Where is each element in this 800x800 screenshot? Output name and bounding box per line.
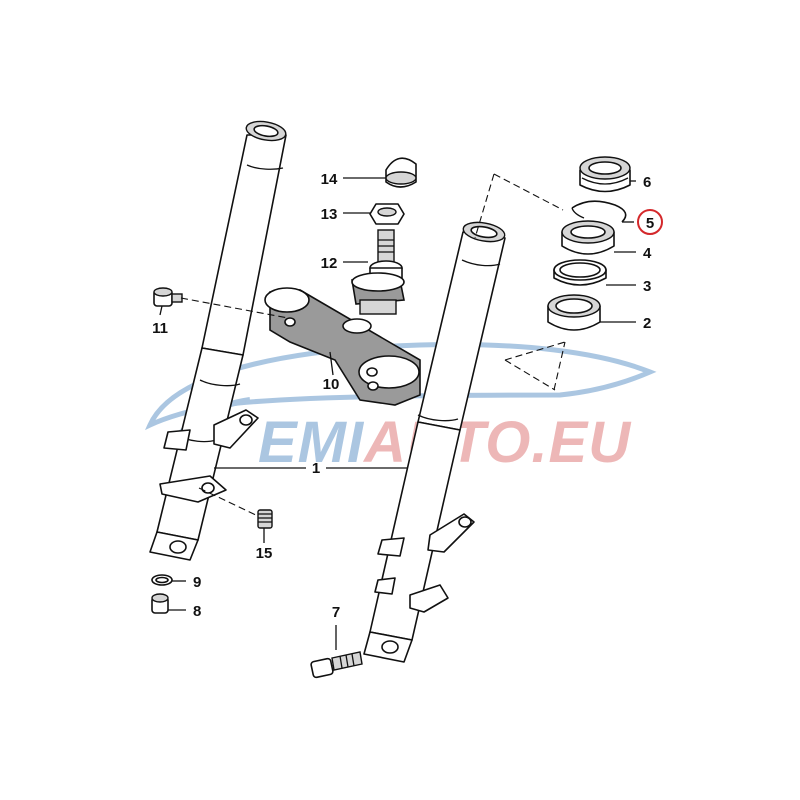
- bearing-stack: [547, 156, 631, 331]
- bolt-7: [310, 651, 363, 679]
- bolt-11: [153, 287, 183, 307]
- callout-5[interactable]: 5: [646, 215, 654, 232]
- callout-13[interactable]: 13: [321, 206, 338, 223]
- callout-11[interactable]: 11: [152, 320, 168, 337]
- callout-14[interactable]: 14: [321, 171, 338, 188]
- callout-12[interactable]: 12: [321, 255, 338, 272]
- callout-9[interactable]: 9: [193, 574, 201, 591]
- watermark-brand-2: AUTO.EU: [362, 410, 632, 475]
- steering-stem: [351, 229, 405, 315]
- callout-7[interactable]: 7: [332, 604, 340, 621]
- highlight-circle-part-5: [637, 209, 663, 235]
- leader-lines: [159, 177, 636, 650]
- callout-labels: 1 2 3 4 5 6 7 8 9 10 11 12 13 14 15: [152, 171, 654, 621]
- watermark: EMIAUTO.EU: [144, 341, 657, 475]
- callout-8[interactable]: 8: [193, 603, 201, 620]
- triple-clamp: [264, 287, 421, 406]
- assembly-lines: [180, 173, 566, 517]
- callout-4[interactable]: 4: [643, 245, 652, 262]
- set-screw-15: [257, 509, 273, 529]
- callout-3[interactable]: 3: [643, 278, 651, 295]
- bolt-8: [151, 593, 169, 614]
- callout-15[interactable]: 15: [256, 545, 273, 562]
- o-ring-9: [151, 574, 173, 586]
- left-fork-leg: [149, 120, 287, 561]
- watermark-text: EMIAUTO.EU: [258, 410, 632, 475]
- callout-2[interactable]: 2: [643, 315, 651, 332]
- watermark-brand-1: EMI: [258, 410, 365, 475]
- cap-nut: [369, 203, 405, 225]
- right-fork-leg: [363, 221, 506, 663]
- callout-10[interactable]: 10: [323, 376, 340, 393]
- callout-1[interactable]: 1: [312, 460, 320, 477]
- cover-cap: [385, 157, 417, 188]
- callout-6[interactable]: 6: [643, 174, 651, 191]
